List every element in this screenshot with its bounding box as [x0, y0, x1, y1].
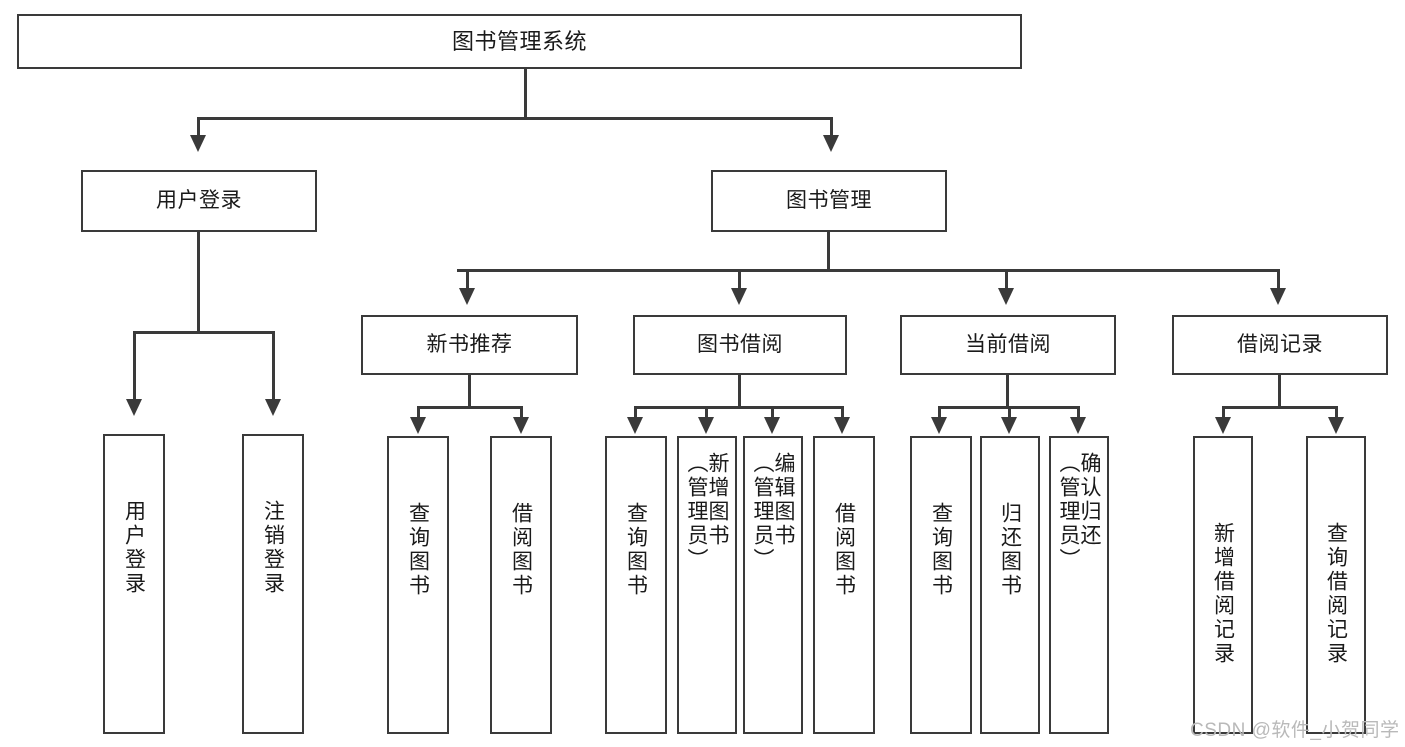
- edge-user-login-left-drop: [133, 331, 136, 401]
- arrowhead-new-book-recommend: [459, 288, 475, 305]
- node-label: 查询借阅记录: [1324, 522, 1348, 666]
- edge-borrow-record-drop-2: [1335, 406, 1338, 420]
- node-label: 编辑图书 （管理员）: [751, 452, 795, 572]
- leaf-add-book-admin[interactable]: 新增图书 （管理员）: [677, 436, 737, 734]
- node-label: 查询图书: [406, 502, 430, 598]
- edge-to-user-login: [197, 117, 200, 137]
- edge-new-book-stem: [468, 375, 471, 408]
- arrowhead-book-borrow: [731, 288, 747, 305]
- node-book-management[interactable]: 图书管理: [711, 170, 947, 232]
- arrowhead-add-book: [698, 417, 714, 434]
- edge-book-borrow-drop-2: [705, 406, 708, 420]
- arrowhead-query-borrow-record: [1328, 417, 1344, 434]
- edge-drop-current-borrow: [1005, 269, 1008, 291]
- edge-borrow-record-bar: [1222, 406, 1338, 409]
- arrowhead-query-book-1: [410, 417, 426, 434]
- node-label: 查询图书: [624, 502, 648, 598]
- edge-new-book-bar: [417, 406, 523, 409]
- node-label: 借阅图书: [832, 502, 856, 598]
- edge-drop-borrow-record: [1277, 269, 1280, 291]
- leaf-return-book[interactable]: 归还图书: [980, 436, 1040, 734]
- edge-book-borrow-drop-1: [634, 406, 637, 420]
- edge-book-borrow-bar: [634, 406, 843, 409]
- node-label: 图书管理: [786, 188, 872, 212]
- arrowhead-edit-book: [764, 417, 780, 434]
- leaf-logout[interactable]: 注销登录: [242, 434, 304, 734]
- leaf-query-borrow-record[interactable]: 查询借阅记录: [1306, 436, 1366, 734]
- leaf-borrow-book-recommend[interactable]: 借阅图书: [490, 436, 552, 734]
- edge-new-book-drop-2: [520, 406, 523, 420]
- edge-book-management-bar: [457, 269, 1280, 272]
- edge-user-login-bar: [133, 331, 275, 334]
- node-new-book-recommend[interactable]: 新书推荐: [361, 315, 578, 375]
- node-label: 用户登录: [122, 500, 146, 596]
- leaf-query-book-current[interactable]: 查询图书: [910, 436, 972, 734]
- arrowhead-user-login: [190, 135, 206, 152]
- node-label: 新增借阅记录: [1211, 522, 1235, 666]
- arrowhead-query-book-2: [627, 417, 643, 434]
- node-label: 借阅记录: [1237, 332, 1323, 356]
- node-label: 查询图书: [929, 502, 953, 598]
- arrowhead-leaf-user-login: [126, 399, 142, 416]
- arrowhead-current-borrow: [998, 288, 1014, 305]
- arrowhead-borrow-book-2: [834, 417, 850, 434]
- edge-new-book-drop-1: [417, 406, 420, 420]
- edge-drop-book-borrow: [738, 269, 741, 291]
- leaf-add-borrow-record[interactable]: 新增借阅记录: [1193, 436, 1253, 734]
- arrowhead-borrow-record: [1270, 288, 1286, 305]
- edge-borrow-record-drop-1: [1222, 406, 1225, 420]
- edge-root-bar: [197, 117, 833, 120]
- leaf-query-book-borrow[interactable]: 查询图书: [605, 436, 667, 734]
- arrowhead-leaf-logout: [265, 399, 281, 416]
- node-label: 注销登录: [261, 500, 285, 596]
- arrowhead-query-book-3: [931, 417, 947, 434]
- edge-book-management-stem: [827, 232, 830, 272]
- leaf-query-book-recommend[interactable]: 查询图书: [387, 436, 449, 734]
- leaf-edit-book-admin[interactable]: 编辑图书 （管理员）: [743, 436, 803, 734]
- edge-current-borrow-drop-1: [938, 406, 941, 420]
- node-user-login[interactable]: 用户登录: [81, 170, 317, 232]
- leaf-confirm-return-admin[interactable]: 确认归还 （管理员）: [1049, 436, 1109, 734]
- node-label: 新增图书 （管理员）: [685, 452, 729, 572]
- node-label: 借阅图书: [509, 502, 533, 598]
- leaf-user-login[interactable]: 用户登录: [103, 434, 165, 734]
- edge-book-borrow-stem: [738, 375, 741, 408]
- watermark-csdn: CSDN @软件_小贺同学: [1190, 720, 1400, 741]
- arrowhead-borrow-book-1: [513, 417, 529, 434]
- node-label: 用户登录: [156, 188, 242, 212]
- node-root-book-management-system[interactable]: 图书管理系统: [17, 14, 1022, 69]
- node-borrow-record[interactable]: 借阅记录: [1172, 315, 1388, 375]
- node-book-borrow[interactable]: 图书借阅: [633, 315, 847, 375]
- edge-book-borrow-drop-4: [841, 406, 844, 420]
- edge-book-borrow-drop-3: [771, 406, 774, 420]
- node-label: 图书管理系统: [451, 28, 587, 54]
- edge-user-login-right-drop: [272, 331, 275, 401]
- edge-root-stem: [524, 69, 527, 119]
- edge-user-login-stem: [197, 232, 200, 333]
- leaf-borrow-book[interactable]: 借阅图书: [813, 436, 875, 734]
- arrowhead-confirm-return: [1070, 417, 1086, 434]
- arrowhead-book-management: [823, 135, 839, 152]
- node-label: 图书借阅: [697, 332, 783, 356]
- edge-current-borrow-drop-2: [1008, 406, 1011, 420]
- edge-to-book-management: [830, 117, 833, 137]
- node-current-borrow[interactable]: 当前借阅: [900, 315, 1116, 375]
- edge-borrow-record-stem: [1278, 375, 1281, 408]
- node-label: 归还图书: [998, 502, 1022, 598]
- node-label: 当前借阅: [965, 332, 1051, 356]
- node-label: 新书推荐: [426, 332, 513, 356]
- edge-current-borrow-stem: [1006, 375, 1009, 408]
- edge-current-borrow-drop-3: [1077, 406, 1080, 420]
- node-label: 确认归还 （管理员）: [1057, 452, 1101, 572]
- edge-drop-new-book: [466, 269, 469, 291]
- arrowhead-return-book: [1001, 417, 1017, 434]
- arrowhead-add-borrow-record: [1215, 417, 1231, 434]
